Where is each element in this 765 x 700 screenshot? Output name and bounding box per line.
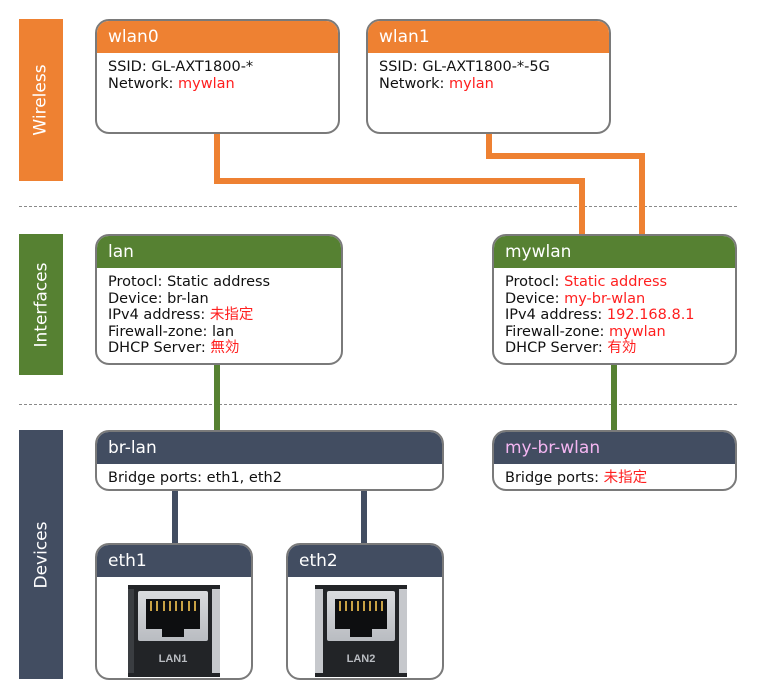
divider-interfaces-devices — [19, 404, 737, 405]
bridge-ports-label: Bridge ports: — [505, 470, 604, 486]
wlan0-card: wlan0 SSID: GL-AXT1800-* Network: mywlan — [95, 19, 340, 134]
device-label: Device: — [108, 290, 168, 307]
eth1-card: eth1 LAN1 — [95, 543, 253, 680]
lan-firewall-row: Firewall-zone: lan — [108, 324, 330, 341]
lan-ipv4-value: 未指定 — [209, 307, 254, 323]
wlan0-ssid-value: GL-AXT1800-* — [151, 59, 254, 75]
ssid-label: SSID: — [379, 59, 423, 75]
wlan0-network-row: Network: mywlan — [108, 76, 327, 93]
br-lan-ports-row: Bridge ports: eth1, eth2 — [108, 470, 431, 487]
bridge-ports-label: Bridge ports: — [108, 470, 207, 486]
network-label: Network: — [108, 75, 179, 92]
network-label: Network: — [379, 75, 450, 92]
lan-firewall-value: lan — [212, 323, 235, 340]
protocol-label: Protocl: — [505, 274, 565, 290]
divider-wireless-interfaces — [19, 206, 737, 207]
eth2-title: eth2 — [288, 545, 442, 577]
my-br-wlan-card: my-br-wlan Bridge ports: 未指定 — [492, 430, 737, 491]
lan-protocol-row: Protocl: Static address — [108, 274, 330, 291]
firewall-label: Firewall-zone: — [505, 323, 609, 340]
mywlan-ipv4-value: 192.168.8.1 — [606, 307, 695, 323]
ipv4-label: IPv4 address: — [505, 307, 607, 323]
ethernet-port-icon: LAN2 — [315, 585, 407, 677]
lan-dhcp-row: DHCP Server: 無効 — [108, 340, 330, 357]
my-br-wlan-ports-row: Bridge ports: 未指定 — [505, 470, 724, 487]
ethernet-port-icon: LAN1 — [128, 585, 220, 677]
lan-ipv4-row: IPv4 address: 未指定 — [108, 307, 330, 324]
eth2-card: eth2 LAN2 — [286, 543, 444, 680]
mywlan-card: mywlan Protocl: Static address Device: m… — [492, 234, 737, 365]
wlan0-title: wlan0 — [97, 21, 338, 53]
lan-card: lan Protocl: Static address Device: br-l… — [95, 234, 343, 365]
my-br-wlan-ports-value: 未指定 — [603, 470, 648, 486]
eth1-title: eth1 — [97, 545, 251, 577]
mywlan-device-value: my-br-wlan — [564, 290, 646, 307]
mywlan-protocol-row: Protocl: Static address — [505, 274, 724, 291]
connector-wlan1-mywlan — [486, 134, 645, 236]
devices-section-label: Devices — [19, 430, 63, 679]
ipv4-label: IPv4 address: — [108, 307, 210, 323]
dhcp-label: DHCP Server: — [108, 340, 211, 356]
wlan1-ssid-value: GL-AXT1800-*-5G — [422, 59, 550, 75]
lan-dhcp-value: 無効 — [210, 340, 240, 356]
mywlan-firewall-row: Firewall-zone: mywlan — [505, 324, 724, 341]
br-lan-card: br-lan Bridge ports: eth1, eth2 — [95, 430, 444, 491]
lan-protocol-value: Static address — [167, 274, 271, 290]
protocol-label: Protocl: — [108, 274, 168, 290]
device-label: Device: — [505, 290, 565, 307]
lan-device-row: Device: br-lan — [108, 291, 330, 308]
br-lan-title: br-lan — [97, 432, 442, 464]
mywlan-title: mywlan — [494, 236, 735, 268]
wlan1-card: wlan1 SSID: GL-AXT1800-*-5G Network: myl… — [366, 19, 611, 134]
mywlan-device-row: Device: my-br-wlan — [505, 291, 724, 308]
wlan1-network-row: Network: mylan — [379, 76, 598, 93]
mywlan-ipv4-row: IPv4 address: 192.168.8.1 — [505, 307, 724, 324]
firewall-label: Firewall-zone: — [108, 323, 212, 340]
eth1-port-label: LAN1 — [158, 653, 188, 665]
br-lan-ports-value: eth1, eth2 — [206, 470, 282, 486]
mywlan-protocol-value: Static address — [564, 274, 668, 290]
ssid-label: SSID: — [108, 59, 152, 75]
mywlan-firewall-value: mywlan — [609, 323, 666, 340]
mywlan-dhcp-row: DHCP Server: 有効 — [505, 340, 724, 357]
wlan0-network-value: mywlan — [178, 75, 235, 92]
lan-title: lan — [97, 236, 341, 268]
wlan0-ssid-row: SSID: GL-AXT1800-* — [108, 59, 327, 76]
mywlan-dhcp-value: 有効 — [607, 340, 637, 356]
wlan1-title: wlan1 — [368, 21, 609, 53]
wireless-section-label: Wireless — [19, 19, 63, 181]
eth2-port-label: LAN2 — [346, 653, 376, 665]
my-br-wlan-title: my-br-wlan — [494, 432, 735, 464]
interfaces-section-label: Interfaces — [19, 234, 63, 375]
connector-wlan0-mywlan — [214, 134, 585, 236]
dhcp-label: DHCP Server: — [505, 340, 608, 356]
lan-device-value: br-lan — [167, 290, 209, 307]
wlan1-network-value: mylan — [449, 75, 494, 92]
wlan1-ssid-row: SSID: GL-AXT1800-*-5G — [379, 59, 598, 76]
